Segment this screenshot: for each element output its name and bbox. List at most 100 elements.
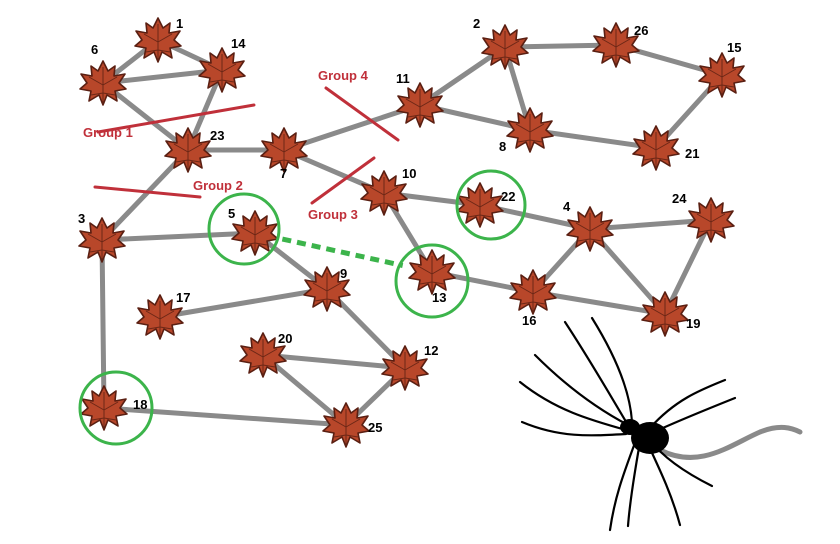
maple-leaf-icon bbox=[303, 266, 351, 312]
edge-23-3 bbox=[99, 147, 191, 243]
group-3-label: Group 3 bbox=[308, 207, 358, 222]
node-18 bbox=[80, 385, 128, 431]
node-label-12: 12 bbox=[424, 343, 438, 358]
node-24 bbox=[687, 197, 735, 243]
node-label-16: 16 bbox=[522, 313, 536, 328]
node-label-2: 2 bbox=[473, 16, 480, 31]
node-5 bbox=[231, 210, 279, 256]
edge-8-21 bbox=[527, 127, 659, 151]
maple-leaf-icon bbox=[698, 52, 746, 98]
spider-abdomen bbox=[631, 422, 669, 454]
maple-leaf-icon bbox=[80, 385, 128, 431]
maple-leaf-icon bbox=[231, 210, 279, 256]
maple-leaf-icon bbox=[687, 197, 735, 243]
maple-leaf-icon bbox=[456, 182, 504, 228]
node-6 bbox=[79, 60, 127, 106]
edge-4-24 bbox=[587, 217, 714, 232]
maple-leaf-icon bbox=[641, 291, 689, 337]
maple-leaf-icon bbox=[396, 82, 444, 128]
maple-leaf-icon bbox=[566, 206, 614, 252]
edge-3-18 bbox=[99, 237, 107, 411]
node-22 bbox=[456, 182, 504, 228]
maple-leaf-icon bbox=[381, 345, 429, 391]
edge-11-2 bbox=[417, 44, 508, 108]
node-12 bbox=[381, 345, 429, 391]
group-4-label: Group 4 bbox=[318, 68, 369, 83]
node-26 bbox=[592, 22, 640, 68]
spider-leg bbox=[608, 438, 638, 532]
edge-7-11 bbox=[281, 102, 423, 153]
node-21 bbox=[632, 125, 680, 171]
maple-leaf-icon bbox=[78, 217, 126, 263]
node-label-20: 20 bbox=[278, 331, 292, 346]
maple-leaf-icon bbox=[164, 127, 212, 173]
highlight-circles-layer bbox=[78, 169, 527, 446]
highlight-circle-18 bbox=[78, 370, 154, 446]
node-label-1: 1 bbox=[176, 16, 183, 31]
edge-3-5 bbox=[99, 230, 258, 243]
highlight-circle-13 bbox=[394, 243, 470, 319]
node-9 bbox=[303, 266, 351, 312]
node-11 bbox=[396, 82, 444, 128]
node-label-15: 15 bbox=[727, 40, 741, 55]
node-label-3: 3 bbox=[78, 211, 85, 226]
spider-thread bbox=[657, 424, 803, 460]
edge-9-17 bbox=[157, 286, 330, 320]
group-2-cut-line bbox=[93, 185, 202, 199]
maple-leaf-icon bbox=[136, 294, 184, 340]
maple-leaf-icon bbox=[260, 127, 308, 173]
highlight-circle-22 bbox=[455, 169, 527, 241]
node-10 bbox=[360, 170, 408, 216]
group-1-label: Group 1 bbox=[83, 125, 133, 140]
node-label-17: 17 bbox=[176, 290, 190, 305]
node-15 bbox=[698, 52, 746, 98]
edge-6-14 bbox=[100, 67, 225, 86]
node-label-9: 9 bbox=[340, 266, 347, 281]
node-2 bbox=[481, 24, 529, 70]
maple-leaf-icon bbox=[198, 47, 246, 93]
node-17 bbox=[136, 294, 184, 340]
node-label-14: 14 bbox=[231, 36, 246, 51]
node-8 bbox=[506, 107, 554, 153]
node-label-13: 13 bbox=[432, 290, 446, 305]
maple-leaf-icon bbox=[632, 125, 680, 171]
edge-16-19 bbox=[530, 289, 668, 317]
node-label-6: 6 bbox=[91, 42, 98, 57]
node-7 bbox=[260, 127, 308, 173]
maple-leaf-icon bbox=[408, 249, 456, 295]
maple-leaf-icon bbox=[592, 22, 640, 68]
node-label-22: 22 bbox=[501, 189, 515, 204]
node-3 bbox=[78, 217, 126, 263]
node-13 bbox=[408, 249, 456, 295]
edge-20-25 bbox=[260, 352, 349, 428]
group-2-label: Group 2 bbox=[193, 178, 243, 193]
group-3-cut-line bbox=[310, 156, 376, 205]
node-label-10: 10 bbox=[402, 166, 416, 181]
spider-leg bbox=[590, 316, 634, 424]
spider-leg bbox=[652, 396, 737, 434]
spider-leg bbox=[518, 380, 628, 432]
node-label-23: 23 bbox=[210, 128, 224, 143]
node-label-5: 5 bbox=[228, 206, 235, 221]
maple-leaf-icon bbox=[322, 402, 370, 448]
node-label-18: 18 bbox=[133, 397, 147, 412]
node-label-25: 25 bbox=[368, 420, 382, 435]
maple-leaf-icon bbox=[239, 332, 287, 378]
highlight-circle-5 bbox=[207, 192, 281, 266]
node-label-7: 7 bbox=[280, 166, 287, 181]
maple-leaf-icon bbox=[481, 24, 529, 70]
node-label-21: 21 bbox=[685, 146, 699, 161]
node-label-11: 11 bbox=[396, 71, 410, 86]
edge-6-23 bbox=[100, 80, 191, 153]
maple-leaf-icon bbox=[360, 170, 408, 216]
spider-head bbox=[620, 419, 640, 435]
group-4-cut-line bbox=[324, 86, 400, 142]
node-14 bbox=[198, 47, 246, 93]
edge-20-12 bbox=[260, 352, 408, 371]
node-label-8: 8 bbox=[499, 139, 506, 154]
node-label-26: 26 bbox=[634, 23, 648, 38]
highlight-edge-layer bbox=[281, 236, 404, 268]
maple-leaf-icon bbox=[506, 107, 554, 153]
node-23 bbox=[164, 127, 212, 173]
